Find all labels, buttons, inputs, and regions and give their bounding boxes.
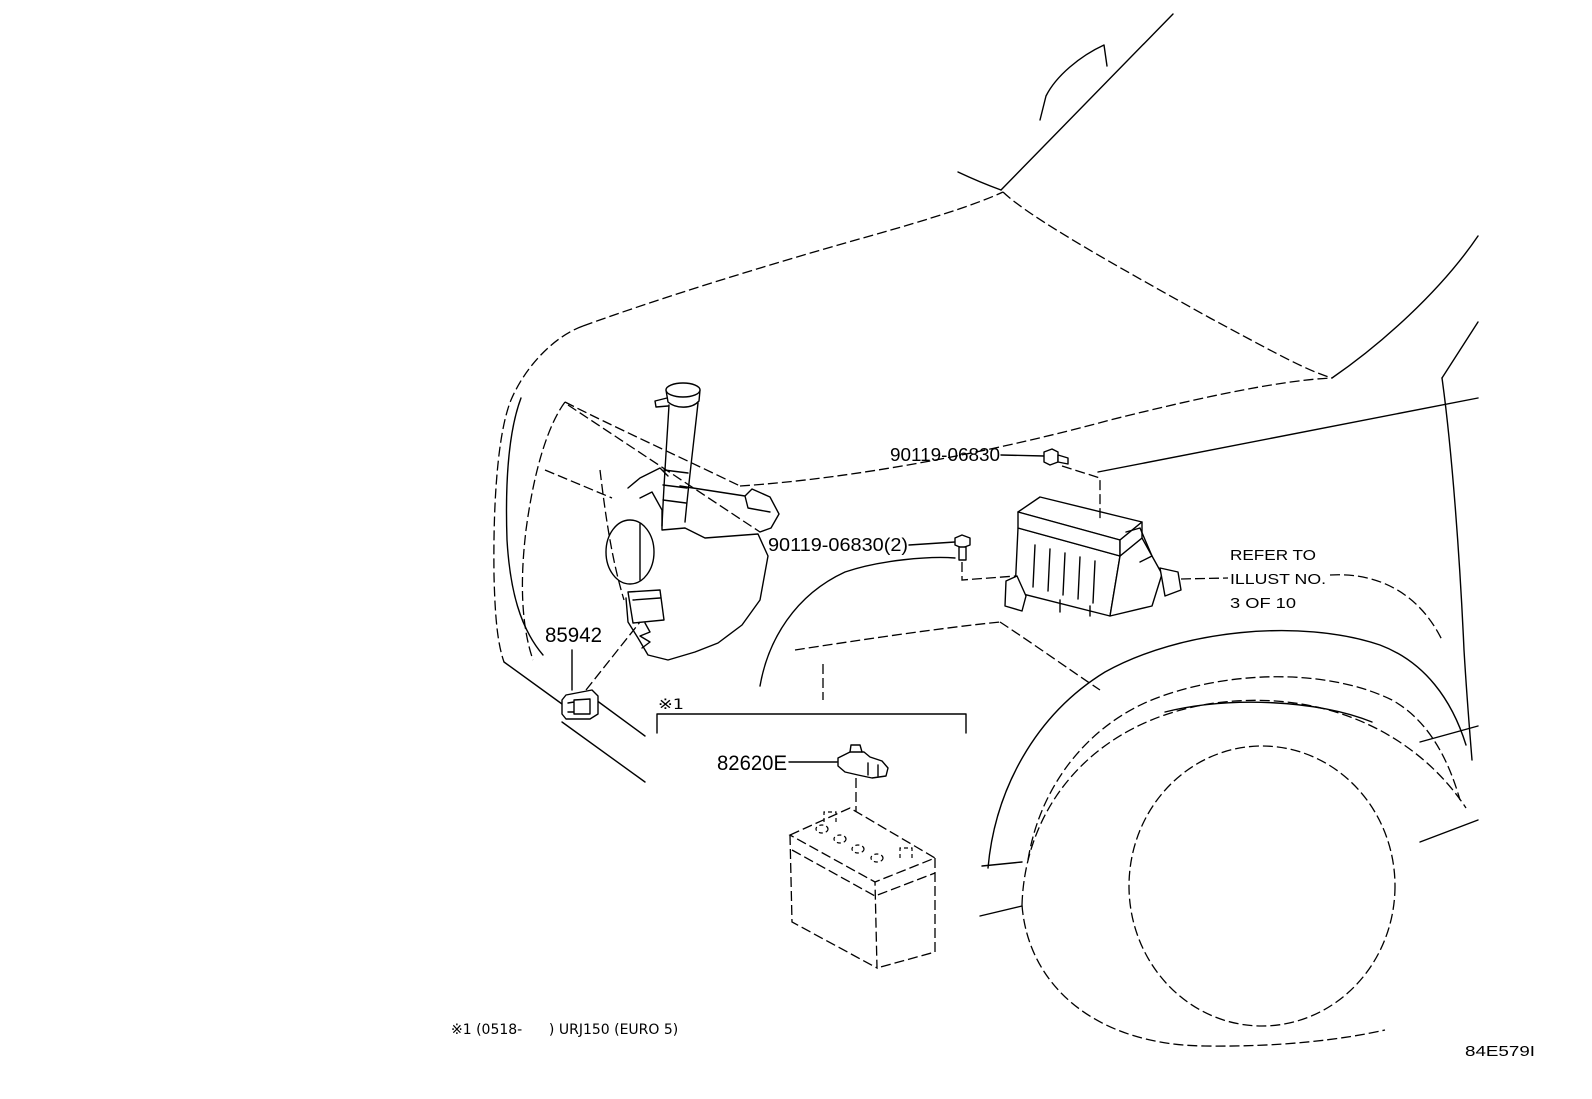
far-cowl-corner-line (957, 171, 1002, 191)
washer-cap-tab (654, 397, 669, 408)
relay-block-mount-foot (1004, 575, 1027, 612)
bolt-upper-head (1043, 448, 1059, 466)
reference-note-line-3[interactable]: 3 OF 10 (1230, 595, 1296, 612)
part-82620E-ribs (867, 762, 879, 777)
fender-arch-inner (1027, 676, 1461, 861)
battery-top-face (788, 807, 937, 883)
headlight-lower-line (544, 469, 613, 499)
washer-tank-bracket (679, 485, 780, 533)
relay-block-connector (1159, 567, 1182, 597)
variant-bracket (656, 664, 967, 734)
leader-line-bolt-upper (1000, 454, 1045, 457)
battery-cell-cap-1 (815, 824, 829, 834)
front-face-contour (505, 397, 544, 656)
reference-note[interactable]: REFER TO ILLUST NO. 3 OF 10 (1230, 547, 1326, 612)
vehicle-body-outline (493, 13, 1479, 917)
front-wheel (1021, 699, 1467, 1047)
washer-filler-neck-ribs (662, 469, 689, 504)
battery-cell-cap-2 (833, 834, 847, 844)
variant-footnote: ※1 (0518- ) URJ150 (EURO 5) (451, 1022, 679, 1038)
washer-filler-neck-right (684, 402, 699, 523)
headlight-upper-line (567, 404, 761, 533)
relay-block-latch (1125, 527, 1153, 563)
tire-outer-top (1021, 699, 1467, 906)
washer-tank-body (625, 491, 769, 661)
door-front-top-line (1441, 321, 1479, 379)
leader-line-bolt-lower (908, 541, 956, 546)
relay-block (1004, 496, 1229, 617)
far-a-pillar-line (1000, 13, 1174, 191)
engine-bay-rear-line (794, 621, 1001, 651)
dashed-link-bolt-lower (961, 562, 1017, 581)
part-number-82620E[interactable]: 82620E (717, 752, 787, 775)
tire-sidewall (1164, 701, 1373, 723)
washer-tank-assembly (605, 382, 780, 661)
bolt-upper-shank (1057, 454, 1069, 465)
engine-bay-contour (759, 556, 956, 687)
lower-bumper-line-3 (595, 699, 646, 737)
dashed-link-85942 (585, 621, 641, 691)
battery-cell-cap-3 (851, 844, 865, 854)
illustration-code: 84E579I (1465, 1043, 1535, 1060)
headlight-inner-divider (599, 469, 625, 601)
bolt-lower-shank (958, 546, 967, 561)
fender-lower-line-2 (979, 905, 1023, 917)
battery-top-rim (791, 849, 936, 897)
washer-hose (639, 622, 651, 649)
windshield-base-line (1002, 191, 1333, 379)
battery-terminal-positive (899, 847, 913, 858)
part-number-bolt-upper[interactable]: 90119-06830 (890, 445, 1000, 465)
door-front-edge (1441, 377, 1473, 761)
part-85942-assembly (561, 621, 641, 720)
variant-bracket-line (656, 713, 967, 734)
hood-far-edge (582, 191, 1004, 327)
lower-bumper-line-2 (561, 721, 646, 783)
fender-side-curve (1329, 574, 1443, 641)
hood-near-edge (739, 377, 1333, 487)
battery-side-face (876, 858, 936, 969)
headlamp-lens (605, 519, 655, 585)
relay-block-ribs (1032, 544, 1096, 604)
part-82620E-tab (849, 744, 863, 753)
relay-block-lid-side (1119, 521, 1143, 557)
bolt-upper (1000, 448, 1101, 522)
battery-cell-cap-4 (870, 853, 884, 863)
side-mirror-outline (1039, 44, 1108, 121)
battery-terminal-negative (823, 811, 837, 822)
reference-leader-line (1180, 577, 1229, 580)
variant-note-marker: ※1 (658, 697, 684, 713)
bumper-corner-outer (493, 325, 584, 663)
relay-block-feet (1059, 599, 1091, 617)
reference-note-line-2[interactable]: ILLUST NO. (1230, 571, 1326, 588)
rocker-line-upper (1419, 725, 1479, 743)
fender-arch-outer (987, 629, 1467, 869)
washer-cap-top (665, 382, 701, 398)
hood-front-edge (564, 401, 741, 487)
rocker-line-lower (1419, 819, 1479, 843)
part-82620E-body (837, 751, 889, 779)
part-number-bolt-lower[interactable]: 90119-06830(2) (768, 535, 908, 555)
part-85942-face (567, 698, 591, 715)
washer-pump-motor (627, 589, 665, 624)
tire-outer-bottom (1021, 904, 1386, 1047)
bolt-lower-head (954, 534, 971, 549)
part-number-85942[interactable]: 85942 (545, 624, 602, 647)
battery (788, 807, 937, 970)
fender-lower-line-1 (981, 861, 1023, 867)
bumper-corner-inner (521, 401, 566, 661)
fender-top-line (1097, 397, 1479, 473)
near-a-pillar-line (1331, 235, 1479, 379)
part-82620E-assembly (788, 744, 889, 812)
reference-note-line-1[interactable]: REFER TO (1230, 547, 1316, 564)
bolt-lower (908, 534, 1017, 581)
washer-tank-top-bracket (627, 467, 669, 489)
lower-bumper-line-1 (503, 661, 563, 705)
wheel-rim (1128, 745, 1396, 1027)
washer-filler-neck-left (661, 404, 670, 527)
battery-front-face (789, 834, 878, 970)
fender-apron-line (999, 621, 1101, 691)
